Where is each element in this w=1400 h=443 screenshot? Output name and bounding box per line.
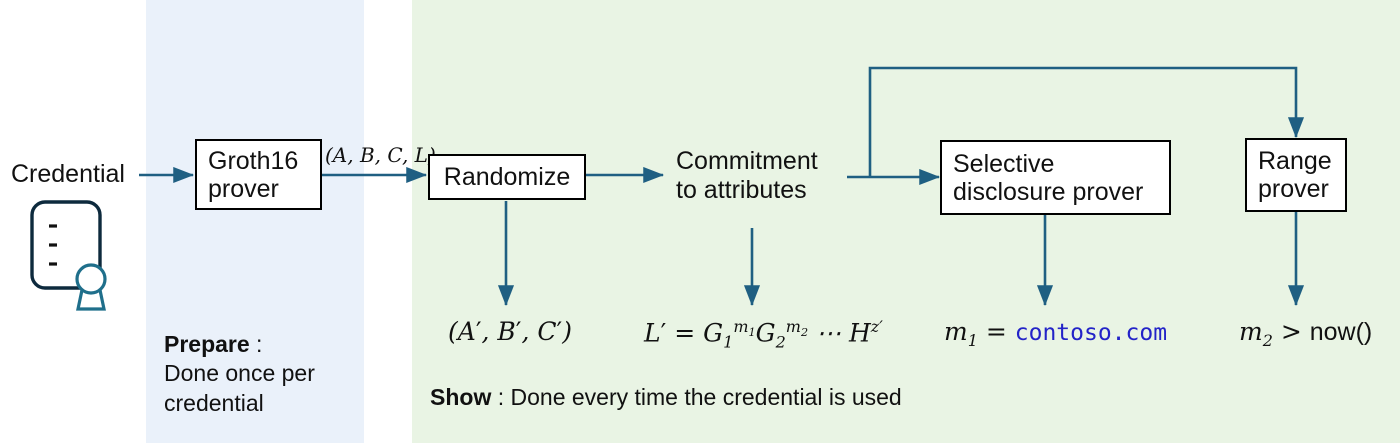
randomized-proof-output: (A′, B′, C′) (448, 317, 572, 346)
range-output: m2 > now() (1239, 317, 1373, 350)
selective-disclosure-output: m1 = contoso.com (944, 317, 1168, 350)
show-caption-bold: Show (430, 384, 492, 410)
randomize-box[interactable]: Randomize (428, 154, 586, 200)
edge-commitment-to-range-prover (868, 66, 1305, 177)
credential-label: Credential (11, 160, 125, 188)
proof-tuple-edge-label: (A, B, C, L) (325, 143, 436, 167)
prepare-phase-panel (146, 0, 364, 443)
commitment-formula-output: L′ = G1m1G2m2 ⋯ Hz′ (644, 317, 883, 352)
show-caption-colon: : (491, 384, 511, 410)
groth16-prover-box[interactable]: Groth16 prover (195, 139, 322, 210)
prepare-caption-colon: : (249, 331, 263, 357)
prepare-caption-line2: credential (164, 389, 264, 416)
credential-card-icon (24, 198, 128, 316)
contoso-domain-value: contoso.com (1014, 320, 1168, 346)
prepare-caption: Prepare : Done once per credential (164, 330, 364, 418)
selective-disclosure-prover-box[interactable]: Selective disclosure prover (940, 140, 1171, 215)
show-caption: Show : Done every time the credential is… (430, 383, 902, 412)
show-phase-panel (412, 0, 1400, 443)
prepare-caption-bold: Prepare (164, 331, 250, 357)
range-prover-box[interactable]: Range prover (1245, 138, 1347, 212)
credential-card-lines (49, 224, 57, 266)
credential-keyhole-icon (75, 263, 107, 311)
commitment-to-attributes-label: Commitment to attributes (676, 147, 818, 204)
now-function-value: now() (1309, 318, 1373, 346)
show-caption-rest: Done every time the credential is used (510, 384, 902, 410)
prepare-caption-line1: Done once per (164, 360, 315, 387)
